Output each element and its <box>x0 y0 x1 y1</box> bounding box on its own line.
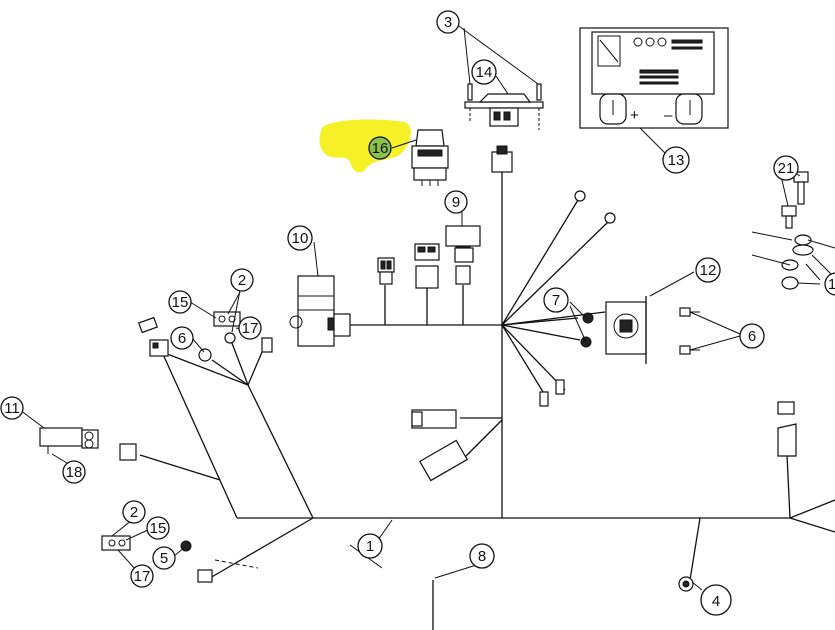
callout-6-left: 6 <box>170 326 194 350</box>
callout-8: 8 <box>469 543 495 569</box>
callout-17-upper-label: 17 <box>242 320 259 337</box>
callout-13: 13 <box>662 146 690 174</box>
callout-15-lower: 15 <box>146 516 170 540</box>
callout-4: 4 <box>700 584 732 616</box>
callout-14-label: 14 <box>476 64 493 81</box>
callout-2-lower-label: 2 <box>130 504 138 521</box>
callout-17-lower: 17 <box>130 564 154 588</box>
battery-minus-label: – <box>664 107 673 124</box>
part-11-plug <box>39 427 99 454</box>
callout-15-upper: 15 <box>168 290 192 314</box>
callout-6-right: 6 <box>739 323 765 349</box>
callout-1: 1 <box>357 533 383 559</box>
callout-16: 16 <box>368 136 392 160</box>
callout-13-label: 13 <box>668 152 685 169</box>
callout-6-left-label: 6 <box>178 330 186 347</box>
callout-10: 10 <box>287 225 313 251</box>
callout-6-right-label: 6 <box>748 328 756 345</box>
part-12-solenoid <box>580 296 647 364</box>
callout-2-upper: 2 <box>230 268 254 292</box>
callout-12-label: 12 <box>700 262 717 279</box>
callout-2-lower: 2 <box>122 500 146 524</box>
bus-connectors <box>377 243 474 289</box>
callout-9-label: 9 <box>452 194 460 211</box>
callout-11: 11 <box>0 396 24 420</box>
callout-12: 12 <box>695 257 721 283</box>
callout-18: 18 <box>62 460 86 484</box>
callout-3: 3 <box>436 10 460 34</box>
callout-18-label: 18 <box>66 464 83 481</box>
part-10-module <box>289 275 351 347</box>
callout-17-upper: 17 <box>238 316 262 340</box>
lower-module <box>411 409 469 482</box>
callout-11-label: 11 <box>4 400 20 417</box>
main-harness-trunk <box>139 172 835 630</box>
callout-1-label: 1 <box>366 538 374 555</box>
lower-left-hardware <box>101 535 213 583</box>
part-4-ground <box>678 576 694 592</box>
part-14-bracket <box>464 83 544 173</box>
callout-17-lower-label: 17 <box>134 568 151 585</box>
callout-partial-right: 1 <box>824 272 835 296</box>
callout-4-label: 4 <box>712 593 720 610</box>
highlight-marker <box>319 119 411 173</box>
battery-plus-label: + <box>630 107 639 124</box>
callout-3-label: 3 <box>444 14 452 31</box>
callout-2-upper-label: 2 <box>238 272 246 289</box>
leader-lines <box>19 23 821 591</box>
ring-terminals <box>539 190 616 407</box>
callout-7: 7 <box>543 287 569 313</box>
part-16-switch <box>411 129 449 186</box>
part-13-battery-decal: + – <box>579 27 729 129</box>
callout-15-upper-label: 15 <box>172 294 189 311</box>
callout-8-label: 8 <box>478 548 486 565</box>
callout-21-label: 21 <box>778 160 795 177</box>
callout-5-label: 5 <box>160 550 168 567</box>
callout-10-label: 10 <box>292 230 309 247</box>
right-side-connector <box>777 401 797 457</box>
right-hardware <box>751 171 835 290</box>
callout-7-label: 7 <box>552 292 560 309</box>
callout-15-lower-label: 15 <box>150 520 167 537</box>
callout-16-label: 16 <box>372 140 389 157</box>
callout-5: 5 <box>152 546 176 570</box>
callout-14: 14 <box>471 59 497 85</box>
callout-21: 21 <box>773 155 799 181</box>
callout-9: 9 <box>444 190 468 214</box>
callout-partial-right-label: 1 <box>828 276 835 293</box>
